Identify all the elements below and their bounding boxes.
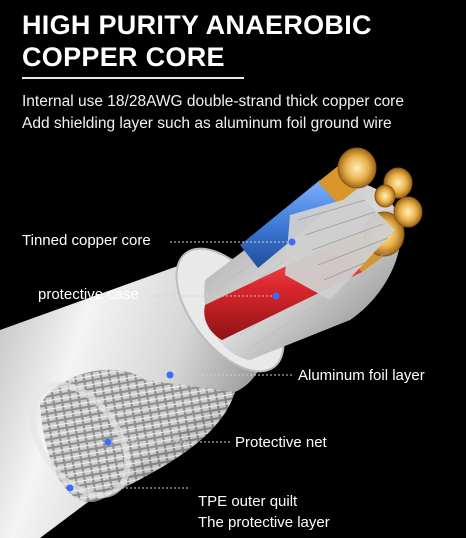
- label-tpe-outer-quilt: TPE outer quilt: [198, 493, 298, 510]
- callout-dot-net: [104, 438, 112, 446]
- title-line-2: COPPER CORE: [22, 42, 225, 72]
- callout-dot-case: [272, 292, 280, 300]
- subtitle-line-1: Internal use 18/28AWG double-strand thic…: [22, 93, 404, 110]
- title-line-1: HIGH PURITY ANAEROBIC: [22, 10, 372, 40]
- subtitle-line-2: Add shielding layer such as aluminum foi…: [22, 115, 392, 132]
- callout-dot-tpe: [66, 484, 74, 492]
- label-protective-layer: The protective layer: [198, 514, 330, 531]
- label-aluminum-foil-layer: Aluminum foil layer: [298, 367, 425, 384]
- tinned-strand-bundle: [285, 195, 395, 300]
- label-protective-case: protective case: [38, 286, 139, 303]
- label-tinned-copper-core: Tinned copper core: [22, 232, 151, 249]
- label-protective-net: Protective net: [235, 434, 327, 451]
- braided-net: [40, 369, 235, 503]
- title-underline: [22, 77, 244, 79]
- callout-dot-tinned: [288, 238, 296, 246]
- callout-dot-foil: [166, 371, 174, 379]
